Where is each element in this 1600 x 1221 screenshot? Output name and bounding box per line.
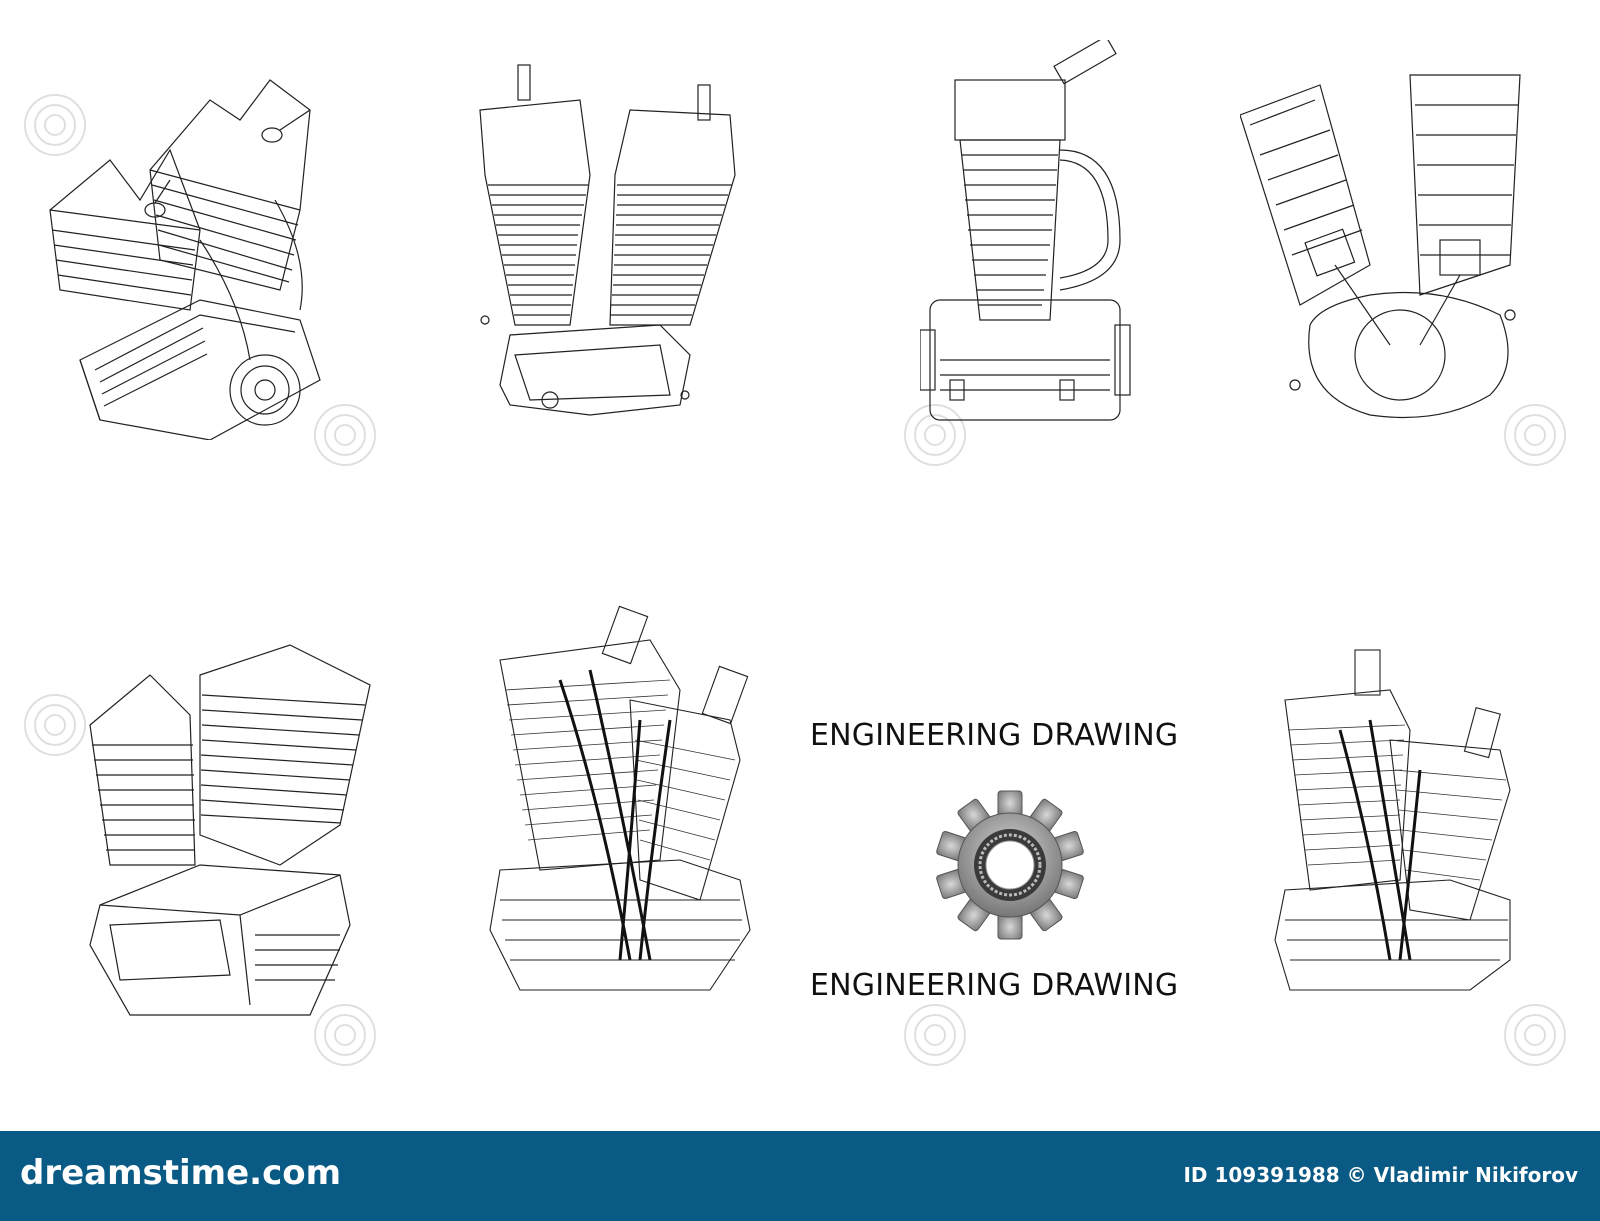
footer-bar: dreamstime.com ID 109391988 © Vladimir N… [0,1131,1600,1221]
spiral-watermark-icon [1504,404,1566,466]
engine-drawing-isometric [40,60,340,440]
heading-top: ENGINEERING DRAWING [810,718,1179,753]
image-credit: ID 109391988 © Vladimir Nikiforov [1183,1163,1578,1187]
spiral-watermark-icon [314,404,376,466]
engine-drawing-wireframe-right [1270,640,1530,1000]
spiral-watermark-icon [314,1004,376,1066]
engine-drawing-icon [489,605,751,991]
engine-drawing-icon [89,644,371,1016]
engine-drawing-front-view [470,55,770,435]
engine-drawing-cutaway-view [1240,65,1560,435]
engine-drawing-isometric-rear [80,635,390,1025]
spiral-watermark-icon [904,404,966,466]
engine-drawing-side-view [920,40,1150,440]
engine-drawing-icon [1240,74,1521,419]
spiral-watermark-icon [24,694,86,756]
engine-drawing-icon [1274,649,1511,991]
heading-bottom: ENGINEERING DRAWING [810,968,1179,1003]
engine-drawing-wireframe [480,600,770,1000]
spiral-watermark-icon [904,1004,966,1066]
spiral-watermark-icon [24,94,86,156]
gear-graphic [935,790,1085,940]
brand-name: dreamstime.com [20,1153,342,1193]
gear-icon [936,790,1084,940]
engine-drawing-icon [479,64,736,416]
spiral-watermark-icon [1504,1004,1566,1066]
engine-drawing-icon [920,40,1131,421]
engine-drawing-icon [49,79,321,440]
